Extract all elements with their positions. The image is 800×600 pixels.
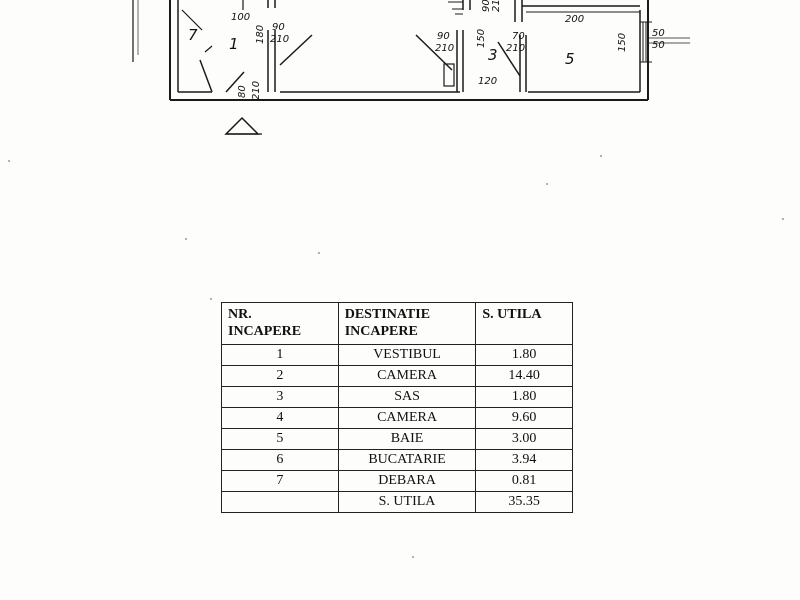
dim-90-top: 90 [481, 0, 492, 12]
table-row: 2 CAMERA 14.40 [221, 365, 573, 387]
scan-speck [546, 183, 548, 185]
dim-150-a: 150 [476, 29, 487, 48]
cell-area: 0.81 [475, 470, 573, 492]
dim-210-c: 210 [506, 43, 525, 54]
cell-nr: 7 [221, 470, 339, 492]
scan-speck [8, 160, 10, 162]
door-swing-7 [181, 9, 203, 31]
cell-destinatie: CAMERA [337, 407, 477, 429]
table-row: 5 BAIE 3.00 [221, 428, 573, 450]
cell-area: 14.40 [475, 365, 573, 387]
door-swing-1b [225, 71, 245, 93]
scan-speck [412, 556, 414, 558]
dim-50-b: 50 [652, 40, 665, 51]
cell-area: 1.80 [475, 386, 573, 408]
dim-120: 120 [478, 76, 497, 87]
dim-90-a: 90 [272, 22, 285, 33]
scan-speck [782, 218, 784, 220]
dim-150-b: 150 [617, 33, 628, 52]
scan-speck [600, 155, 602, 157]
scan-speck [210, 298, 212, 300]
dim-210-door: 210 [251, 81, 262, 100]
table-header-row: NR. INCAPERE DESTINATIE INCAPERE S. UTIL… [221, 302, 573, 345]
cell-destinatie: DEBARA [337, 470, 477, 492]
dim-210-a: 210 [270, 34, 289, 45]
table-row: 4 CAMERA 9.60 [221, 407, 573, 429]
cell-nr: 2 [221, 365, 339, 387]
cell-area: 1.80 [475, 344, 573, 366]
cell-area: 3.94 [475, 449, 573, 471]
dim-50-a: 50 [652, 28, 665, 39]
entrance-triangle-icon [224, 116, 260, 135]
header-destinatie-line1: DESTINATIE [344, 307, 431, 322]
cell-destinatie: BUCATARIE [337, 449, 477, 471]
header-nr-incapere: NR. INCAPERE [221, 302, 339, 345]
cell-destinatie: BAIE [337, 428, 477, 450]
cell-nr: 4 [221, 407, 339, 429]
cell-destinatie: VESTIBUL [337, 344, 477, 366]
door-swing-3b [497, 41, 521, 77]
door-swing-1a [199, 59, 213, 93]
room-number-7: 7 [188, 26, 198, 44]
room-number-5: 5 [565, 50, 575, 68]
room-area-table: NR. INCAPERE DESTINATIE INCAPERE S. UTIL… [221, 302, 573, 513]
table-row: 6 BUCATARIE 3.94 [221, 449, 573, 471]
cell-total-empty [221, 491, 339, 513]
cell-nr: 3 [221, 386, 339, 408]
header-nr-line2: INCAPERE [228, 324, 302, 339]
cell-nr: 6 [221, 449, 339, 471]
dim-21-top: 21 [491, 0, 502, 12]
dim-100: 100 [231, 12, 250, 23]
header-nr-line1: NR. [228, 307, 252, 322]
cell-area: 9.60 [475, 407, 573, 429]
dim-200: 200 [565, 14, 584, 25]
cell-destinatie: SAS [337, 386, 477, 408]
dim-90-b: 90 [437, 31, 450, 42]
scan-speck [318, 252, 320, 254]
header-destinatie-line2: INCAPERE [344, 324, 418, 339]
door-jamb-small [204, 45, 213, 53]
fixture-block [443, 63, 455, 87]
table-row: 3 SAS 1.80 [221, 386, 573, 408]
cell-nr: 1 [221, 344, 339, 366]
cell-total-label: S. UTILA [337, 491, 477, 513]
cell-nr: 5 [221, 428, 339, 450]
dim-180: 180 [255, 25, 266, 44]
table-row: 7 DEBARA 0.81 [221, 470, 573, 492]
header-destinatie-incapere: DESTINATIE INCAPERE [337, 302, 477, 345]
cell-destinatie: CAMERA [337, 365, 477, 387]
dim-210-b: 210 [435, 43, 454, 54]
dim-70: 70 [512, 31, 525, 42]
floor-plan: 7 1 3 5 100 180 90 210 80 210 90 210 150… [132, 0, 690, 135]
cell-total-area: 35.35 [475, 491, 573, 513]
door-swing-2a [279, 34, 313, 66]
header-s-utila: S. UTILA [475, 302, 573, 345]
room-number-3: 3 [488, 46, 498, 64]
room-number-1: 1 [229, 35, 239, 53]
cell-area: 3.00 [475, 428, 573, 450]
table-total-row: S. UTILA 35.35 [221, 491, 573, 513]
dim-80: 80 [237, 85, 248, 98]
scan-speck [185, 238, 187, 240]
table-row: 1 VESTIBUL 1.80 [221, 344, 573, 366]
